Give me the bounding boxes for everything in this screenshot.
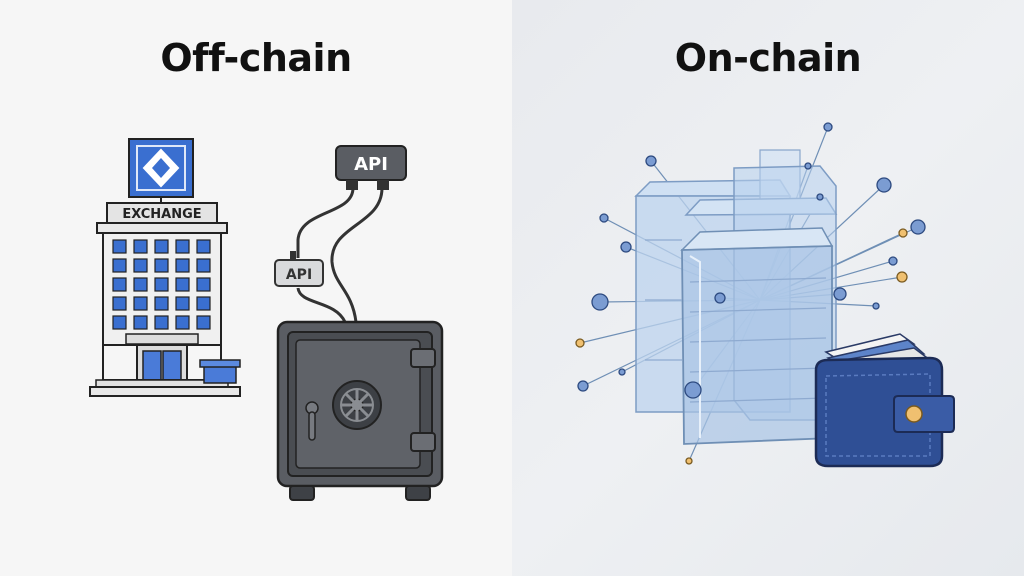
exchange-window [175,277,190,292]
exchange-window [154,315,169,330]
exchange-window [133,258,148,273]
network-node-icon [618,368,626,376]
network-node-icon [833,287,847,301]
exchange-window [112,239,127,254]
exchange-window [196,277,211,292]
exchange-window [154,277,169,292]
exchange-window [175,258,190,273]
network-node-icon [888,256,898,266]
exchange-window [175,315,190,330]
api-connector-icon: API API [274,145,407,323]
network-node-icon [823,122,833,132]
exchange-window [112,277,127,292]
off-chain-title: Off-chain [160,36,352,80]
safe-dial-icon [332,380,382,430]
network-node-icon [804,162,812,170]
network-nodes [575,122,926,465]
vault-safe-icon [276,320,444,501]
network-node-icon [876,177,892,193]
network-node-icon [816,193,824,201]
network-node-icon [910,219,926,235]
exchange-window [154,296,169,311]
exchange-windows [112,239,211,330]
exchange-window [112,315,127,330]
network-node-icon [685,457,693,465]
exchange-window [133,296,148,311]
api-label-small: API [286,267,312,283]
network-node-icon [599,213,609,223]
network-node-icon [896,271,908,283]
api-label-large: API [354,154,388,175]
exchange-sign-text: EXCHANGE [122,207,201,222]
exchange-window [112,296,127,311]
network-node-icon [577,380,589,392]
exchange-window [196,315,211,330]
exchange-window [112,258,127,273]
network-node-icon [898,228,908,238]
on-chain-title: On-chain [674,36,862,80]
exchange-window [133,277,148,292]
network-node-icon [684,381,702,399]
exchange-window [133,315,148,330]
exchange-window [175,239,190,254]
network-node-icon [714,292,726,304]
exchange-logo-icon [136,145,186,191]
exchange-window [196,258,211,273]
exchange-window [175,296,190,311]
exchange-building-icon: EXCHANGE [89,138,241,397]
blockchain-crystal-icon [634,149,838,445]
exchange-window [196,296,211,311]
network-node-icon [575,338,585,348]
network-node-icon [620,241,632,253]
exchange-window [133,239,148,254]
network-node-icon [591,293,609,311]
wallet-icon [814,333,955,468]
network-node-icon [645,155,657,167]
exchange-window [154,258,169,273]
exchange-window [196,239,211,254]
exchange-window [154,239,169,254]
network-node-icon [872,302,880,310]
